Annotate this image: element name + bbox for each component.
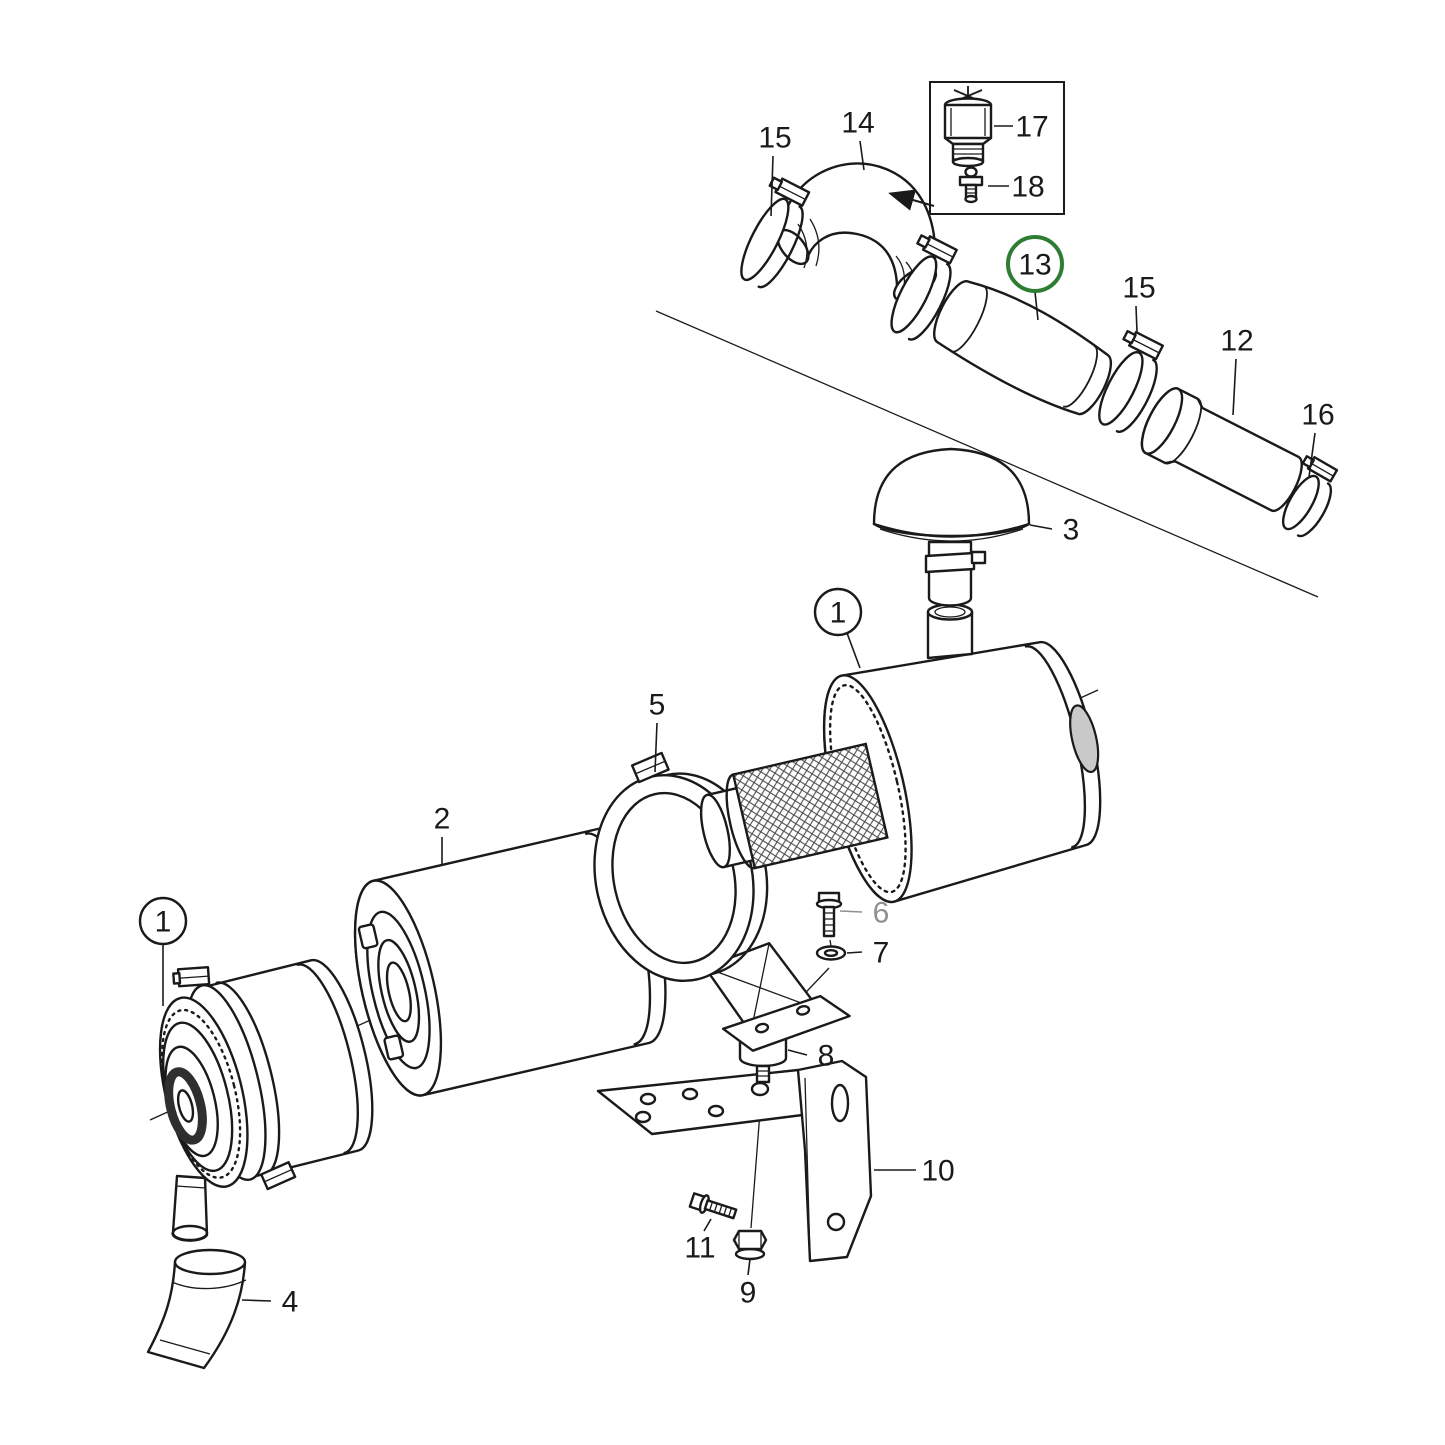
leader-line	[1308, 432, 1316, 478]
callout-16[interactable]: 16	[1301, 399, 1335, 478]
part-15-clamp-a	[740, 176, 811, 289]
part-18-fitting	[958, 166, 984, 204]
callout-1-a[interactable]: 1	[813, 587, 863, 669]
part-number-label: 12	[1220, 325, 1253, 358]
part-number-label: 14	[841, 107, 874, 140]
callout-7[interactable]: 7	[846, 937, 890, 970]
leader-line	[1232, 358, 1237, 416]
part-1-left-air-filter	[158, 958, 374, 1191]
part-number-label: 16	[1301, 399, 1334, 432]
part-number-label: 17	[1015, 111, 1048, 144]
part-number-label: 6	[873, 897, 890, 930]
callout-5[interactable]: 5	[649, 689, 666, 773]
callout-4[interactable]: 4	[241, 1286, 299, 1319]
leader-line	[241, 1299, 272, 1302]
part-15-clamp-b	[890, 234, 958, 341]
part-number-label: 1	[830, 597, 847, 630]
band-latch-top	[172, 965, 211, 988]
part-number-label: 4	[282, 1286, 299, 1319]
callout-3[interactable]: 3	[1029, 514, 1080, 547]
left-filter-outlet-tube	[171, 1174, 209, 1242]
inset-detail-box	[888, 81, 1065, 215]
callout-17[interactable]: 17	[994, 111, 1049, 144]
callout-9[interactable]: 9	[740, 1258, 757, 1310]
part-7-washer	[815, 945, 847, 961]
part-number-label: 15	[758, 122, 791, 155]
band-latch-bottom	[259, 1161, 297, 1191]
part-number-label: 5	[649, 689, 666, 722]
callout-1-b[interactable]: 1	[138, 896, 188, 1006]
part-number-label: 18	[1011, 171, 1044, 204]
callout-ring	[813, 587, 863, 637]
part-number-label: 9	[740, 1277, 757, 1310]
part-number-label: 8	[818, 1040, 835, 1073]
leader-line	[846, 632, 861, 669]
part-10-mounting-bracket	[596, 1059, 873, 1263]
housing-outlet-end	[1069, 704, 1100, 774]
leader-line	[839, 910, 863, 913]
part-12-hose	[1140, 387, 1303, 513]
callout-12[interactable]: 12	[1220, 325, 1254, 416]
leader-line	[1135, 305, 1138, 333]
leader-line	[770, 155, 774, 217]
callout-13[interactable]: 13	[1006, 235, 1064, 321]
part-number-label: 13	[1018, 249, 1051, 282]
callout-10[interactable]: 10	[874, 1155, 955, 1188]
part-1-right-air-filter-housing	[699, 640, 1102, 904]
callout-8[interactable]: 8	[787, 1040, 835, 1073]
leader-line	[846, 951, 863, 954]
part-2-filter-element	[353, 827, 667, 1097]
part-number-label: 2	[434, 803, 451, 836]
inner-element-mesh	[725, 742, 889, 870]
part-4-rubber-ejector	[146, 1248, 247, 1370]
highlight-ring	[1006, 235, 1064, 293]
callout-15-a[interactable]: 15	[758, 122, 792, 217]
callout-11[interactable]: 11	[684, 1218, 716, 1265]
inset-pointer-arrow	[888, 189, 935, 211]
part-number-label: 1	[155, 906, 172, 939]
callout-15-b[interactable]: 15	[1122, 272, 1156, 333]
callout-18[interactable]: 18	[988, 171, 1045, 204]
part-number-label: 3	[1063, 514, 1080, 547]
part-16-clamp	[1281, 455, 1339, 538]
leader-line	[859, 140, 865, 171]
leader-line	[1029, 524, 1053, 530]
part-number-label: 10	[921, 1155, 954, 1188]
part-15-clamp-c	[1098, 329, 1164, 433]
part-number-label: 11	[684, 1232, 715, 1265]
part-17-valve	[943, 86, 993, 168]
callout-6[interactable]: 6	[839, 897, 890, 930]
leader-line	[747, 1258, 751, 1276]
leader-line	[1034, 291, 1039, 321]
part-3-precleaner-cap	[872, 447, 1031, 607]
part-11-bolt	[688, 1192, 738, 1220]
part-13-formed-hose	[933, 280, 1113, 416]
housing-inlet-neck	[926, 603, 974, 660]
callout-ring	[138, 896, 188, 946]
ring-strap-tab	[630, 751, 670, 784]
callout-14[interactable]: 14	[841, 107, 875, 171]
part-number-label: 7	[873, 937, 890, 970]
callout-2[interactable]: 2	[434, 803, 451, 867]
part-number-label: 15	[1122, 272, 1155, 305]
leader-line	[703, 1218, 712, 1232]
part-9-nut	[732, 1229, 768, 1261]
leader-line	[787, 1049, 808, 1056]
leader-line	[654, 722, 658, 773]
part-6-bolt	[815, 891, 843, 938]
